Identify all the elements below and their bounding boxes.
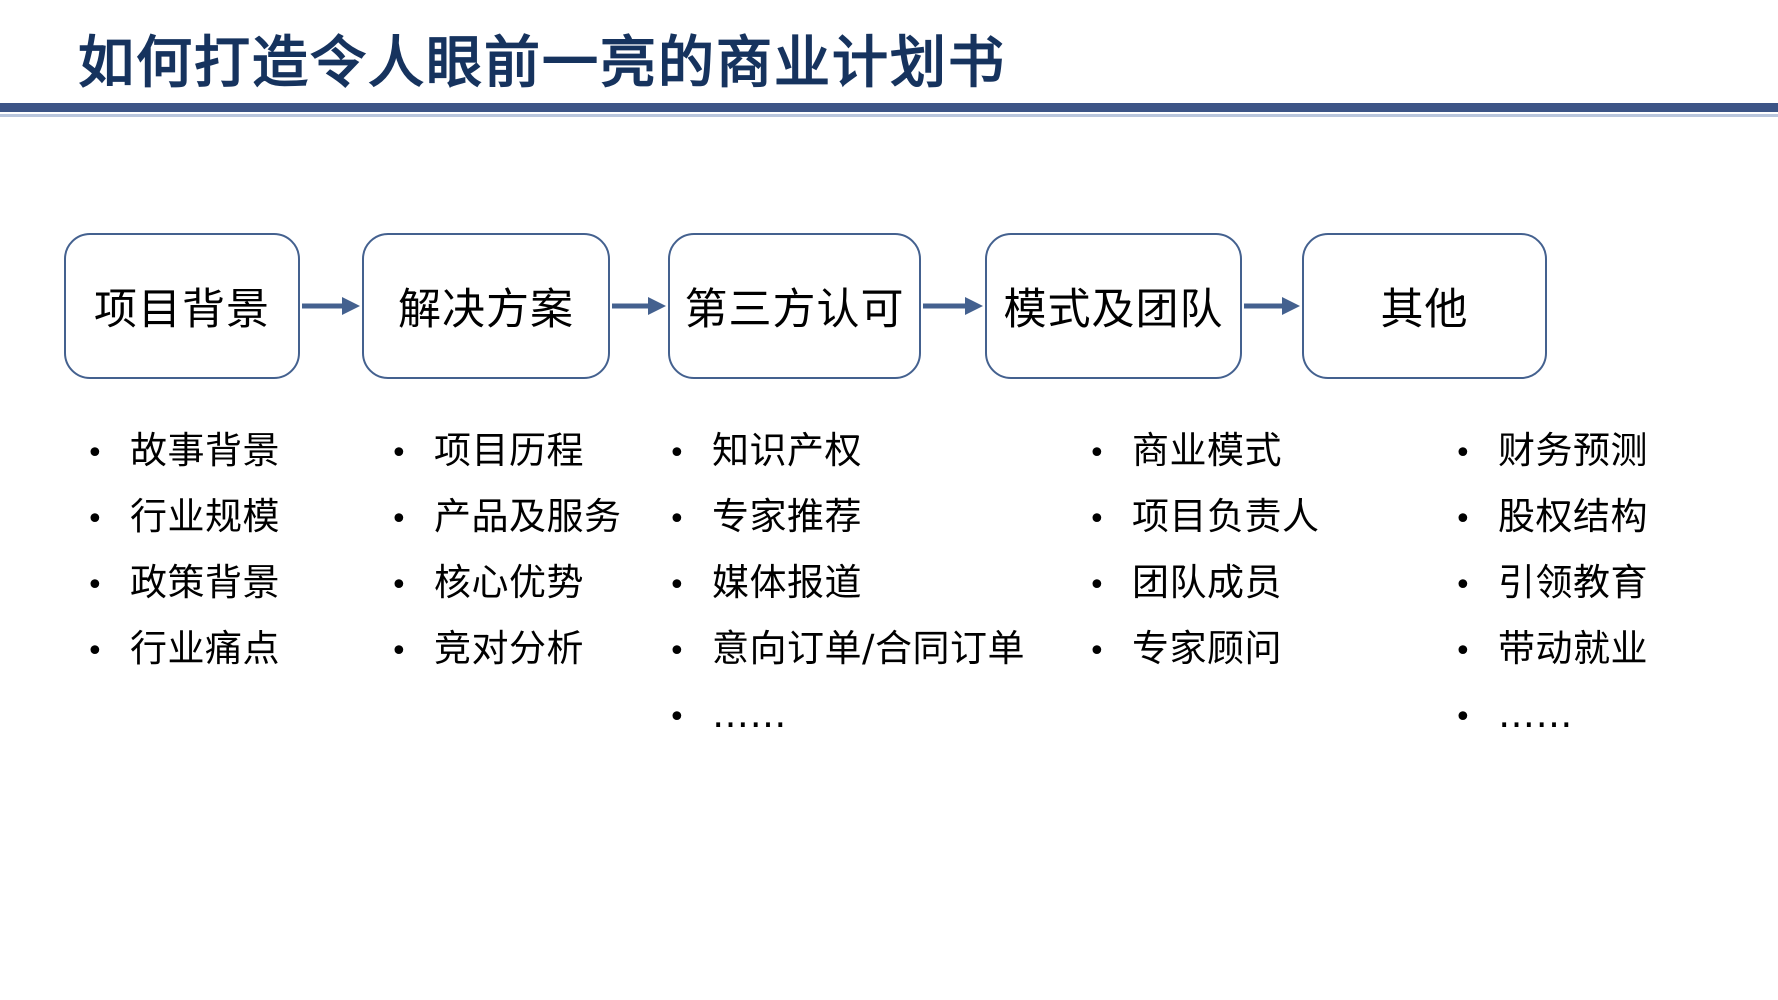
- column-solution: • 项目历程 • 产品及服务 • 核心优势 • 竞对分析: [350, 432, 656, 762]
- list-item-label: 行业痛点: [130, 627, 280, 670]
- list-item: • 带动就业: [1454, 630, 1778, 696]
- list-item-label: 产品及服务: [434, 495, 622, 538]
- list-item-label: ……: [712, 693, 787, 736]
- list-item: • 引领教育: [1454, 564, 1778, 630]
- list-item: • 竞对分析: [390, 630, 656, 696]
- bullet-icon: •: [390, 568, 408, 603]
- list-item-label: 商业模式: [1132, 429, 1282, 472]
- list-item: • 政策背景: [86, 564, 350, 630]
- bullet-icon: •: [668, 436, 686, 471]
- slide-header: 如何打造令人眼前一亮的商业计划书: [0, 0, 1778, 118]
- list-item-label: 项目负责人: [1132, 495, 1320, 538]
- bullet-icon: •: [1454, 700, 1472, 735]
- list-item: • 知识产权: [668, 432, 1056, 498]
- list-item: • 故事背景: [86, 432, 350, 498]
- list-item: • 专家顾问: [1088, 630, 1432, 696]
- list-item-label: 带动就业: [1498, 627, 1648, 670]
- bullet-icon: •: [668, 568, 686, 603]
- list-item-label: 专家推荐: [712, 495, 862, 538]
- arrow-1-to-2-icon: [300, 293, 362, 319]
- list-item: • 意向订单/合同订单: [668, 630, 1056, 696]
- flow-step-3-label: 第三方认可: [684, 285, 905, 335]
- bullet-icon: •: [1088, 502, 1106, 537]
- list-item-label: 竞对分析: [434, 627, 584, 670]
- list-item: • 项目历程: [390, 432, 656, 498]
- list-item-label: 媒体报道: [712, 561, 862, 604]
- flow-step-1[interactable]: 项目背景: [64, 233, 300, 379]
- list-item-label: 知识产权: [712, 429, 862, 472]
- arrow-4-to-5-icon: [1242, 293, 1302, 319]
- list-item: • 媒体报道: [668, 564, 1056, 630]
- bullet-icon: •: [86, 502, 104, 537]
- column-project-background: • 故事背景 • 行业规模 • 政策背景 • 行业痛点: [0, 432, 350, 762]
- list-item-label: 核心优势: [434, 561, 584, 604]
- flow-step-2[interactable]: 解决方案: [362, 233, 610, 379]
- list-item-label: 股权结构: [1498, 495, 1648, 538]
- process-flow: 项目背景 解决方案 第三方认可 模式及团队 其他: [0, 232, 1778, 380]
- list-item: • 行业痛点: [86, 630, 350, 696]
- list-item-label: 政策背景: [130, 561, 280, 604]
- bullet-icon: •: [668, 502, 686, 537]
- list-item: • 股权结构: [1454, 498, 1778, 564]
- bullet-icon: •: [668, 700, 686, 735]
- list-item: • 核心优势: [390, 564, 656, 630]
- bullet-icon: •: [1454, 502, 1472, 537]
- list-item: • 财务预测: [1454, 432, 1778, 498]
- bullet-icon: •: [390, 634, 408, 669]
- flow-step-4[interactable]: 模式及团队: [985, 233, 1242, 379]
- column-others: • 财务预测 • 股权结构 • 引领教育 • 带动就业 • ……: [1432, 432, 1778, 762]
- header-divider-thin: [0, 114, 1778, 117]
- arrow-2-to-3-icon: [610, 293, 668, 319]
- flow-step-4-label: 模式及团队: [1003, 285, 1224, 335]
- page-title: 如何打造令人眼前一亮的商业计划书: [78, 31, 1006, 96]
- list-item: • 产品及服务: [390, 498, 656, 564]
- list-item-label: 行业规模: [130, 495, 280, 538]
- bullet-icon: •: [390, 436, 408, 471]
- list-item: • 团队成员: [1088, 564, 1432, 630]
- flow-step-2-label: 解决方案: [398, 285, 574, 335]
- list-item-label: 引领教育: [1498, 561, 1648, 604]
- list-item: • ……: [668, 696, 1056, 762]
- bullet-icon: •: [1088, 568, 1106, 603]
- bullet-icon: •: [390, 502, 408, 537]
- bullet-icon: •: [86, 568, 104, 603]
- flow-step-5-label: 其他: [1380, 285, 1469, 335]
- flow-step-1-label: 项目背景: [94, 285, 270, 335]
- flow-step-3[interactable]: 第三方认可: [668, 233, 921, 379]
- list-item-label: 意向订单/合同订单: [712, 627, 1025, 670]
- list-item: • 行业规模: [86, 498, 350, 564]
- header-divider-thick: [0, 103, 1778, 112]
- list-item-label: 项目历程: [434, 429, 584, 472]
- column-third-party-recognition: • 知识产权 • 专家推荐 • 媒体报道 • 意向订单/合同订单 • ……: [656, 432, 1056, 762]
- bullet-icon: •: [1454, 568, 1472, 603]
- detail-columns: • 故事背景 • 行业规模 • 政策背景 • 行业痛点 • 项目历程 • 产品及…: [0, 432, 1778, 762]
- list-item-label: ……: [1498, 693, 1573, 736]
- list-item-label: 故事背景: [130, 429, 280, 472]
- column-model-and-team: • 商业模式 • 项目负责人 • 团队成员 • 专家顾问: [1056, 432, 1432, 762]
- bullet-icon: •: [1088, 436, 1106, 471]
- bullet-icon: •: [86, 634, 104, 669]
- bullet-icon: •: [1454, 436, 1472, 471]
- list-item-label: 财务预测: [1498, 429, 1648, 472]
- bullet-icon: •: [668, 634, 686, 669]
- list-item: • 商业模式: [1088, 432, 1432, 498]
- arrow-3-to-4-icon: [921, 293, 985, 319]
- list-item-label: 专家顾问: [1132, 627, 1282, 670]
- bullet-icon: •: [1454, 634, 1472, 669]
- list-item: • ……: [1454, 696, 1778, 762]
- bullet-icon: •: [1088, 634, 1106, 669]
- flow-step-5[interactable]: 其他: [1302, 233, 1547, 379]
- list-item-label: 团队成员: [1132, 561, 1282, 604]
- bullet-icon: •: [86, 436, 104, 471]
- list-item: • 专家推荐: [668, 498, 1056, 564]
- list-item: • 项目负责人: [1088, 498, 1432, 564]
